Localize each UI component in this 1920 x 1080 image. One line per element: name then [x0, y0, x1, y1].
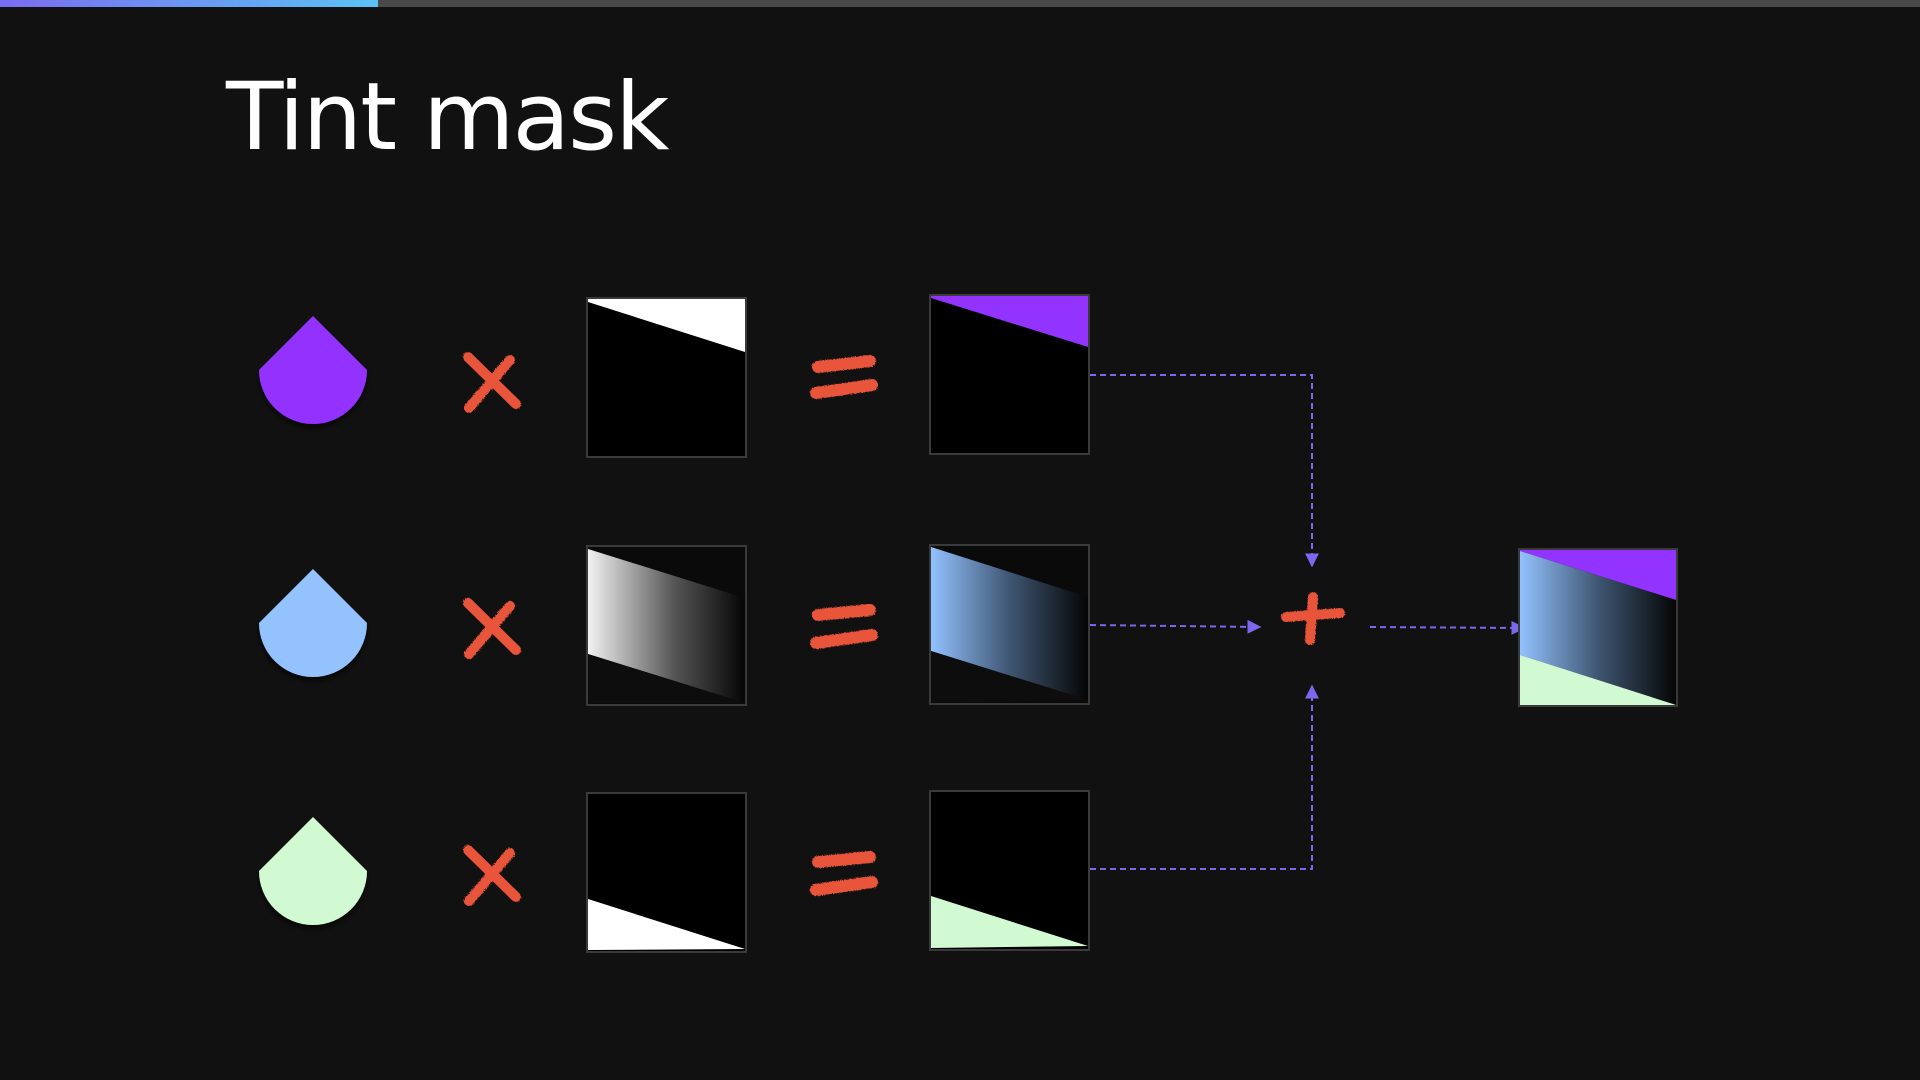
- mask-image-middle-gradient: [586, 545, 747, 706]
- row-blue: [259, 544, 1090, 706]
- plus-icon: [1281, 592, 1345, 645]
- tinted-result-green: [929, 790, 1090, 951]
- water-drop-icon: [259, 817, 367, 925]
- equals-icon: [810, 851, 878, 896]
- row-purple: [259, 294, 1090, 458]
- equals-icon: [810, 604, 878, 649]
- row-green: [259, 790, 1090, 953]
- multiply-icon: [463, 598, 521, 659]
- progress-bar-fill: [0, 0, 379, 7]
- equals-icon: [810, 355, 878, 399]
- connector-arrow-bottom: [1090, 684, 1319, 870]
- mask-image-bottom: [586, 792, 747, 953]
- tinted-result-blue: [929, 544, 1090, 705]
- connector-arrow-middle: [1089, 619, 1262, 634]
- tinted-result-purple: [929, 294, 1090, 455]
- progress-bar: [0, 0, 1920, 7]
- multiply-icon: [463, 352, 521, 413]
- water-drop-icon: [259, 569, 367, 677]
- connector-arrow-output: [1369, 620, 1526, 635]
- slide-title: Tint mask: [226, 63, 670, 172]
- water-drop-icon: [259, 316, 367, 424]
- mask-image-top: [586, 297, 747, 458]
- connector-arrow-top: [1090, 374, 1319, 568]
- combined-result-image: [1518, 548, 1678, 707]
- connector-arrows: [1089, 374, 1526, 870]
- multiply-icon: [463, 845, 521, 906]
